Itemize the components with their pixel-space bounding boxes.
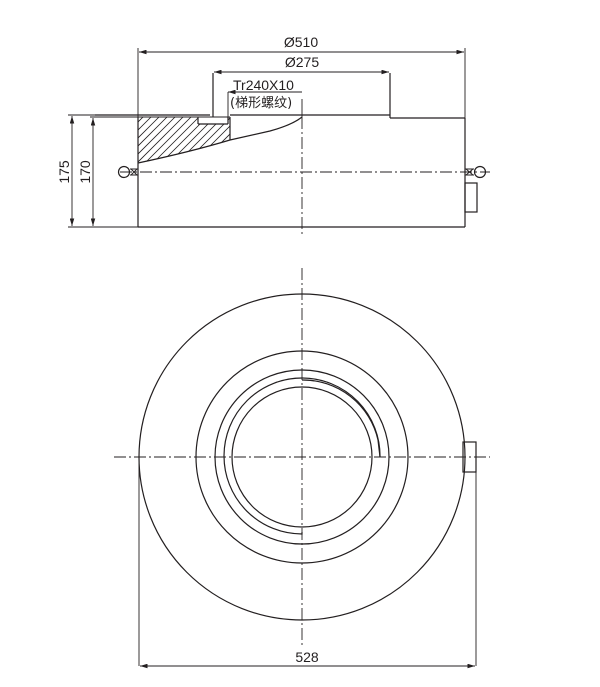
dim-total-height-label: 175 bbox=[56, 160, 72, 184]
dim-outer-diameter: Ø510 bbox=[137, 34, 466, 118]
side-key-block bbox=[464, 182, 478, 213]
thread-spec-label: Tr240X10 bbox=[233, 77, 294, 93]
side-view: Ø510 Ø275 Tr240X10 (梯形螺纹) 175 170 bbox=[56, 34, 490, 236]
dim-body-height: 170 bbox=[77, 116, 138, 226]
lifting-eye-right-icon bbox=[465, 165, 487, 179]
dim-total-height: 175 bbox=[56, 114, 138, 228]
top-view: 528 bbox=[114, 268, 490, 669]
section-hatch bbox=[138, 117, 230, 163]
dim-overall-width: 528 bbox=[138, 457, 477, 669]
dim-step-diameter-label: Ø275 bbox=[285, 54, 319, 70]
bore-circle bbox=[231, 386, 373, 528]
dim-body-height-label: 170 bbox=[77, 160, 93, 184]
dim-outer-diameter-label: Ø510 bbox=[284, 34, 318, 50]
lifting-eye-left-icon bbox=[117, 165, 138, 179]
thread-note-label: (梯形螺纹) bbox=[230, 96, 292, 111]
thread-callout: Tr240X10 (梯形螺纹) bbox=[227, 77, 302, 117]
dim-overall-width-label: 528 bbox=[295, 649, 319, 665]
thread-spiral bbox=[223, 377, 381, 535]
dim-step-diameter: Ø275 bbox=[214, 54, 389, 75]
